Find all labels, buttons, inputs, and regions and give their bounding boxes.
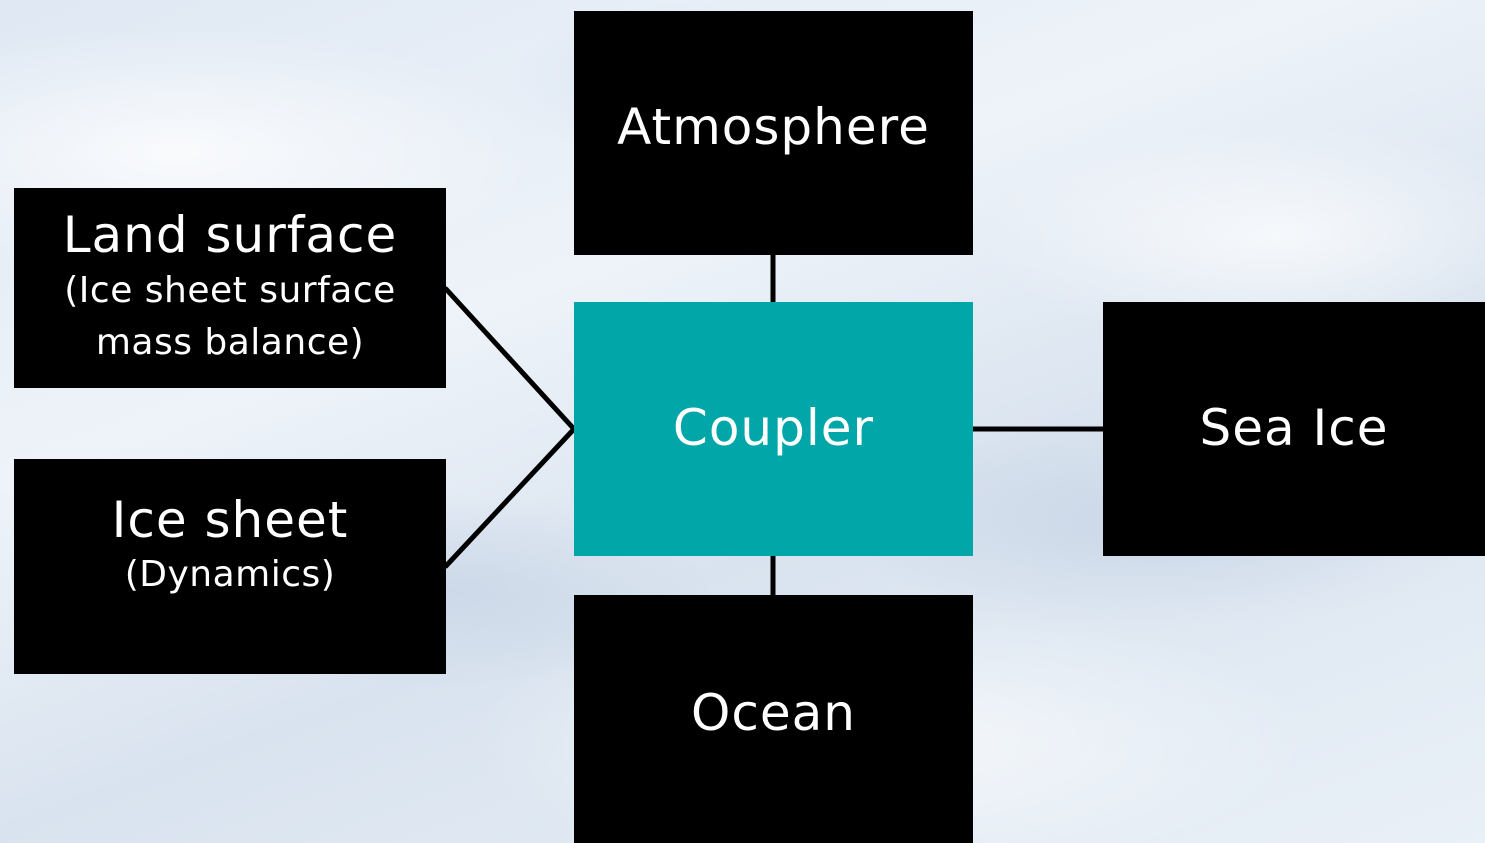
atmosphere-label: Atmosphere [617,98,930,157]
ice-sheet-box: Ice sheet (Dynamics) [14,459,446,674]
land-surface-box: Land surface (Ice sheet surface mass bal… [14,188,446,388]
land-surface-subtitle-line1: (Ice sheet surface [64,269,396,311]
land-surface-subtitle-line2: mass balance) [95,321,365,363]
ocean-box: Ocean [574,595,973,843]
ocean-label: Ocean [691,684,856,743]
sea-ice-box: Sea Ice [1103,302,1485,556]
connector-icesheet-coupler [443,426,577,569]
coupler-label: Coupler [672,399,875,458]
ice-sheet-label: Ice sheet [111,490,349,549]
coupler-box: Coupler [574,302,973,556]
ice-sheet-subtitle: (Dynamics) [124,554,336,596]
land-surface-label: Land surface [62,206,398,265]
connector-landsurface-coupler [443,286,577,432]
sea-ice-label: Sea Ice [1199,399,1389,458]
atmosphere-box: Atmosphere [574,11,973,255]
